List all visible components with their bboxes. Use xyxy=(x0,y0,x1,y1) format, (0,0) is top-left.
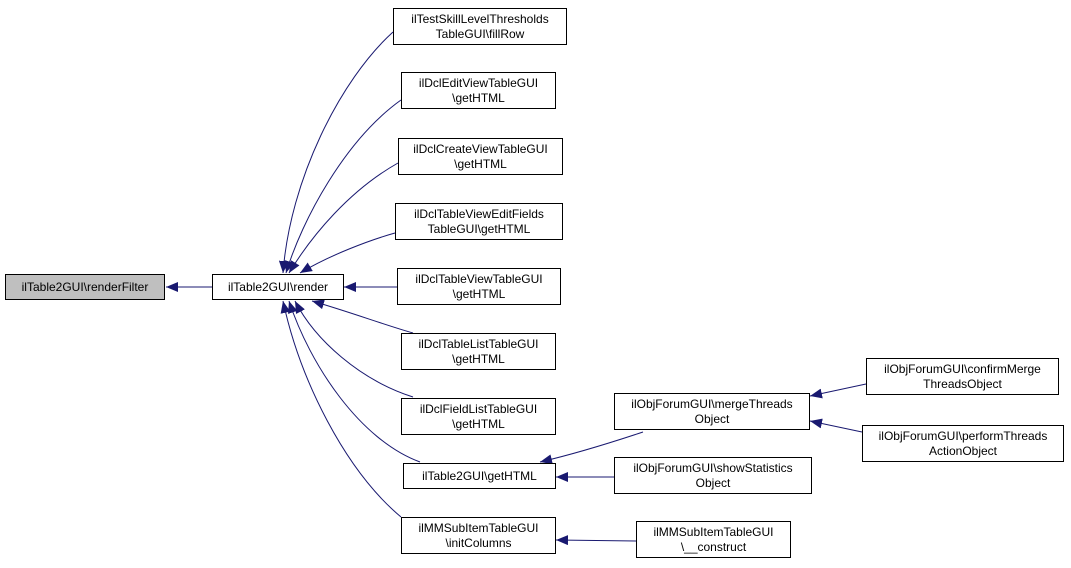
node-dclTableList[interactable]: ilDclTableListTableGUI \getHTML xyxy=(401,333,556,370)
node-mmsConstruct[interactable]: ilMMSubItemTableGUI \__construct xyxy=(636,521,791,558)
node-showStats[interactable]: ilObjForumGUI\showStatistics Object xyxy=(614,457,812,494)
node-getHTML[interactable]: ilTable2GUI\getHTML xyxy=(403,463,556,489)
node-dclTableViewEdit[interactable]: ilDclTableViewEditFields TableGUI\getHTM… xyxy=(395,203,563,240)
edge-getHTML-to-render xyxy=(287,300,421,463)
node-dclTableViewEdit-line-1: ilDclTableViewEditFields xyxy=(414,206,544,221)
node-testSkill[interactable]: ilTestSkillLevelThresholds TableGUI\fill… xyxy=(393,8,567,45)
node-dclCreateView-line-2: \getHTML xyxy=(454,156,507,171)
node-render[interactable]: ilTable2GUI\render xyxy=(212,274,344,300)
node-performThreads[interactable]: ilObjForumGUI\performThreads ActionObjec… xyxy=(862,425,1064,462)
node-mmsInit-line-1: ilMMSubItemTableGUI xyxy=(418,520,539,535)
node-dclEditView-line-2: \getHTML xyxy=(452,90,505,105)
node-performThreads-line-1: ilObjForumGUI\performThreads xyxy=(878,428,1048,443)
edge-dclCreateView-to-render xyxy=(288,162,399,274)
node-mergeThreads-line-1: ilObjForumGUI\mergeThreads xyxy=(631,396,793,411)
node-dclTableView[interactable]: ilDclTableViewTableGUI \getHTML xyxy=(397,268,561,305)
node-render-line-1: ilTable2GUI\render xyxy=(227,279,329,294)
node-dclTableView-line-1: ilDclTableViewTableGUI xyxy=(415,271,543,286)
edge-confirmMerge-to-mergeThreads xyxy=(809,383,867,399)
edge-dclEditView-to-render xyxy=(284,99,402,274)
node-mergeThreads[interactable]: ilObjForumGUI\mergeThreads Object xyxy=(614,393,810,430)
edge-mmsConstruct-to-mmsInit xyxy=(555,535,637,546)
node-mmsInit[interactable]: ilMMSubItemTableGUI \initColumns xyxy=(401,517,556,554)
edge-dclFieldList-to-render xyxy=(294,300,414,398)
node-getHTML-line-1: ilTable2GUI\getHTML xyxy=(422,468,537,483)
edge-mmsInit-to-render xyxy=(280,300,402,518)
edge-mergeThreads-to-getHTML xyxy=(539,431,644,465)
node-mmsConstruct-line-2: \__construct xyxy=(680,539,747,554)
node-mmsInit-line-2: \initColumns xyxy=(445,535,512,550)
node-renderFilter: ilTable2GUI\renderFilter xyxy=(5,274,165,300)
edge-performThreads-to-mergeThreads xyxy=(809,418,863,433)
node-testSkill-line-1: ilTestSkillLevelThresholds xyxy=(411,11,549,26)
node-dclCreateView-line-1: ilDclCreateViewTableGUI xyxy=(413,141,548,156)
node-mergeThreads-line-2: Object xyxy=(694,411,730,426)
node-showStats-line-1: ilObjForumGUI\showStatistics xyxy=(633,460,793,475)
node-dclCreateView[interactable]: ilDclCreateViewTableGUI \getHTML xyxy=(398,138,563,175)
node-renderFilter-line-1: ilTable2GUI\renderFilter xyxy=(21,279,149,294)
node-dclFieldList-line-1: ilDclFieldListTableGUI xyxy=(419,401,538,416)
node-confirmMerge-line-2: ThreadsObject xyxy=(923,376,1002,391)
node-dclEditView[interactable]: ilDclEditViewTableGUI \getHTML xyxy=(401,72,556,109)
node-mmsConstruct-line-1: ilMMSubItemTableGUI xyxy=(653,524,774,539)
edge-dclTableViewEdit-to-render xyxy=(299,232,396,274)
node-dclFieldList[interactable]: ilDclFieldListTableGUI \getHTML xyxy=(401,398,556,435)
node-testSkill-line-2: TableGUI\fillRow xyxy=(435,26,525,41)
edge-testSkill-to-render xyxy=(278,31,394,274)
node-showStats-line-2: Object xyxy=(695,475,731,490)
node-confirmMerge[interactable]: ilObjForumGUI\confirmMerge ThreadsObject xyxy=(866,358,1059,395)
edge-dclTableList-to-render xyxy=(311,299,414,334)
node-dclTableView-line-2: \getHTML xyxy=(452,286,506,301)
node-dclTableViewEdit-line-2: TableGUI\getHTML xyxy=(427,221,531,236)
node-dclTableList-line-1: ilDclTableListTableGUI xyxy=(418,336,539,351)
node-confirmMerge-line-1: ilObjForumGUI\confirmMerge xyxy=(884,361,1041,376)
node-performThreads-line-2: ActionObject xyxy=(928,443,998,458)
node-dclFieldList-line-2: \getHTML xyxy=(452,416,505,431)
node-dclEditView-line-1: ilDclEditViewTableGUI xyxy=(418,75,539,90)
node-dclTableList-line-2: \getHTML xyxy=(452,351,505,366)
